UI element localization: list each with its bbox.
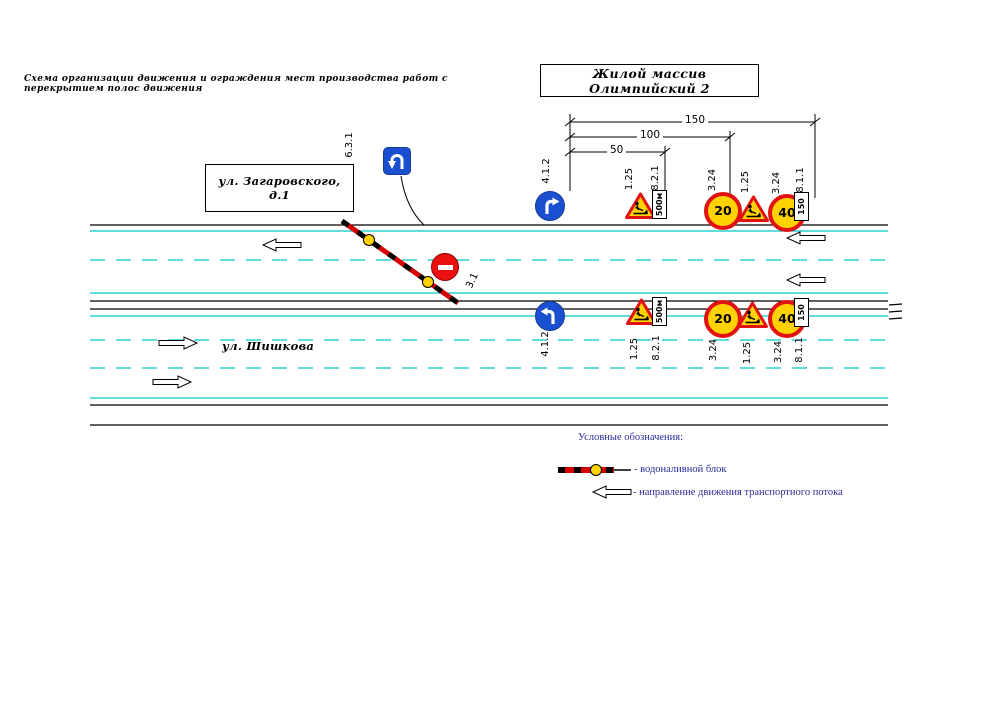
median-end-ticks (888, 303, 903, 320)
area-label-box: Жилой массив Олимпийский 2 (540, 64, 759, 97)
sign-code-label-3-24: 3.24 (707, 168, 718, 192)
barrier-lamp (422, 276, 434, 288)
area-label: Жилой массив Олимпийский 2 (589, 65, 710, 96)
sign-4-1-2-top (535, 191, 565, 221)
flow-arrow-west (786, 273, 826, 287)
sign-code-label-1-25: 1.25 (742, 341, 753, 365)
lane-marking-lines (90, 230, 888, 399)
sign-code-label-8-1-1: 8.1.1 (795, 167, 806, 193)
legend-flow-arrow-symbol (592, 485, 632, 499)
zone-length-value: 500м (655, 299, 664, 324)
sign-3-24-speed-20-top: 20 (704, 192, 742, 230)
sign-code-label-8-1-1: 8.1.1 (794, 337, 805, 363)
legend-title: Условные обозначения: (578, 432, 684, 443)
sign-code-label-8-2-1: 8.2.1 (650, 165, 661, 191)
sign-4-1-2-bottom (535, 301, 565, 331)
sign-code-label-1-25: 1.25 (740, 170, 751, 194)
road-edge-lines (90, 224, 888, 426)
sign-8-2-1-zone-top: 500м (652, 190, 667, 219)
distance-value: 150 (797, 198, 807, 215)
water-filled-barrier (340, 218, 460, 306)
uturn-arrow-icon (388, 154, 404, 169)
dimension-50: 50 (607, 145, 627, 156)
sign-code-label-4-1-2: 4.1.2 (541, 158, 552, 184)
scheme-title: Схема организации движения и ограждения … (24, 74, 448, 94)
sign-code-label-3-24: 3.24 (771, 171, 782, 195)
barrier-lamp (363, 234, 375, 246)
speed-limit-value: 20 (714, 310, 732, 326)
sign-code-label-8-2-1: 8.2.1 (651, 335, 662, 361)
roadworks-icon (738, 195, 769, 222)
flow-arrow-east (152, 375, 192, 389)
sign-1-25-roadworks-bottom-2 (736, 300, 769, 329)
sign-8-2-1-zone-bottom: 500м (652, 297, 667, 326)
flow-arrow-west (262, 238, 302, 252)
sign-code-label-4-1-2: 4.1.2 (540, 331, 551, 357)
address-label-box: ул. Загаровского, д.1 (205, 164, 354, 212)
sign-code-label-3-24: 3.24 (708, 338, 719, 362)
uturn-sign-leader-line (400, 175, 425, 226)
sign-1-25-roadworks-top-1 (624, 191, 657, 220)
speed-limit-value: 40 (778, 204, 796, 220)
sign-1-25-roadworks-top-2 (737, 194, 770, 223)
legend-item-barrier: - водоналивной блок (634, 464, 727, 475)
speed-limit-value: 40 (778, 310, 796, 326)
sign-1-25-roadworks-bottom-1 (625, 297, 658, 326)
address-label: ул. Загаровского, д.1 (218, 174, 341, 202)
sign-code-label-1-25: 1.25 (624, 167, 635, 191)
street-name-label: ул. Шишкова (222, 339, 315, 353)
sign-8-1-1-distance-bottom: 150 (794, 298, 809, 327)
sign-code-label-1-25: 1.25 (629, 337, 640, 361)
dimension-100: 100 (637, 130, 664, 141)
sign-3-24-speed-20-bottom: 20 (704, 300, 742, 338)
roadworks-icon (737, 301, 768, 328)
distance-value: 150 (797, 304, 807, 321)
roadworks-icon (626, 298, 657, 325)
roadworks-icon (625, 192, 656, 219)
sign-8-1-1-distance-top: 150 (794, 192, 809, 221)
sign-code-label-3-24: 3.24 (773, 340, 784, 364)
sign-code-label-6-3-1: 6.3.1 (344, 132, 355, 158)
sign-6-3-1-uturn (383, 147, 411, 175)
sign-3-1-no-entry (431, 253, 459, 281)
flow-arrow-west (786, 231, 826, 245)
flow-arrow-east (158, 336, 198, 350)
turn-right-arrow-icon (545, 197, 560, 214)
no-entry-bar-icon (437, 264, 453, 270)
dimension-150: 150 (682, 115, 709, 126)
legend-barrier-symbol (558, 464, 631, 476)
speed-limit-value: 20 (714, 202, 732, 218)
turn-left-arrow-icon (540, 307, 555, 324)
legend-item-flow: - направление движения транспортного пот… (633, 487, 843, 498)
